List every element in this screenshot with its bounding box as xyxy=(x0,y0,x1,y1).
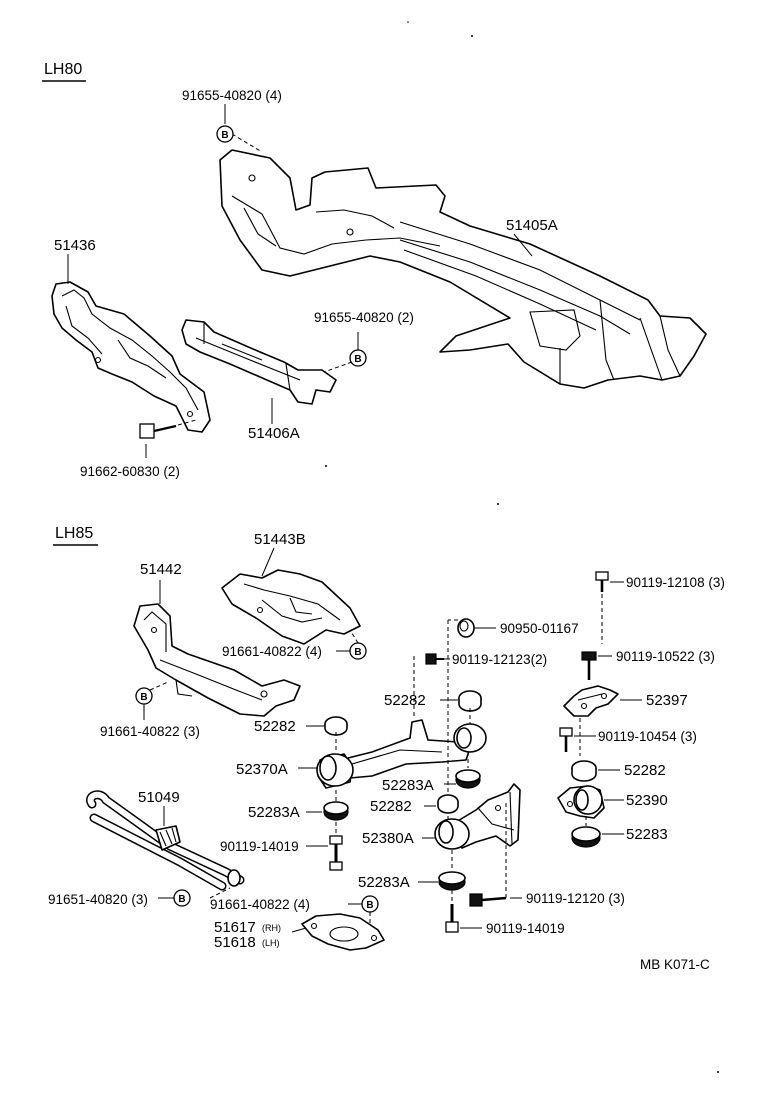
label-91662-60830-2: 91662-60830 (2) xyxy=(80,464,180,479)
label-51618-side: (LH) xyxy=(262,938,280,948)
insulator-52282-mid xyxy=(437,794,459,814)
label-91651-40820-3: 91651-40820 (3) xyxy=(48,892,148,907)
part-51436-plate xyxy=(51,281,211,433)
bolt-90119-12120 xyxy=(469,893,507,907)
bolt-90119-12108 xyxy=(595,571,609,592)
section-label-lh80: LH80 xyxy=(44,61,82,78)
bolt-91662-60830 xyxy=(139,419,197,439)
bolt-90119-14019-right xyxy=(445,904,459,933)
label-90119-12120-3: 90119-12120 (3) xyxy=(526,891,625,906)
label-90950-01167: 90950-01167 xyxy=(500,621,579,636)
label-52380a: 52380A xyxy=(362,830,414,847)
svg-text:B: B xyxy=(140,692,147,703)
callout-b-2: B xyxy=(349,349,367,367)
part-51405a-crossmember xyxy=(219,149,707,389)
svg-text:B: B xyxy=(354,354,361,365)
bolt-90119-12123 xyxy=(425,653,444,665)
insulator-52283a-lower xyxy=(438,871,466,891)
label-52283a-lower: 52283A xyxy=(358,874,410,891)
insulator-52283-right xyxy=(571,826,601,848)
svg-text:B: B xyxy=(178,894,185,905)
svg-text:B: B xyxy=(366,900,373,911)
part-52390-mount xyxy=(557,785,605,819)
bolt-90119-10522 xyxy=(581,651,597,680)
label-51442: 51442 xyxy=(140,561,182,578)
label-91661-40822-4b: 91661-40822 (4) xyxy=(210,897,310,912)
label-52282-right: 52282 xyxy=(624,762,666,779)
label-90119-10454-3: 90119-10454 (3) xyxy=(598,729,697,744)
label-90119-14019-right: 90119-14019 xyxy=(486,921,565,936)
diagram-code: MB K071-C xyxy=(640,957,710,972)
svg-text:B: B xyxy=(221,130,228,141)
part-52397-bracket xyxy=(563,685,619,717)
part-51443b-plate xyxy=(221,569,361,645)
label-51617-side: (RH) xyxy=(262,923,281,933)
svg-text:B: B xyxy=(354,647,361,658)
label-91661-40822-3: 91661-40822 (3) xyxy=(100,724,200,739)
callout-b-4: B xyxy=(135,687,153,705)
part-51406a-bracket xyxy=(181,319,337,405)
label-52283a-left: 52283A xyxy=(248,804,300,821)
label-51436: 51436 xyxy=(54,237,96,254)
callout-b-1: B xyxy=(216,125,234,143)
label-51618: 51618 xyxy=(214,934,256,951)
callout-b-3: B xyxy=(349,642,367,660)
label-52283-right: 52283 xyxy=(626,826,668,843)
label-51406a: 51406A xyxy=(248,425,300,442)
section-label-lh85: LH85 xyxy=(55,525,93,542)
leader-51405a xyxy=(513,233,533,257)
leader-51443b xyxy=(261,547,275,577)
part-52370a-mount-arm xyxy=(316,719,487,789)
insulator-52283a-mid xyxy=(455,769,481,789)
insulator-52283a-left xyxy=(323,801,349,821)
label-90119-12123-2: 90119-12123(2) xyxy=(452,652,547,667)
label-52390: 52390 xyxy=(626,792,668,809)
label-52397: 52397 xyxy=(646,692,688,709)
callout-b-6: B xyxy=(361,895,379,913)
label-52282-upper: 52282 xyxy=(384,692,426,709)
label-91655-40820-4: 91655-40820 (4) xyxy=(182,88,282,103)
label-52370a: 52370A xyxy=(236,761,288,778)
label-90119-12108-3: 90119-12108 (3) xyxy=(626,575,725,590)
insulator-52282-left xyxy=(324,716,348,736)
part-51617-51618-bracket xyxy=(301,913,385,951)
label-91661-40822-4a: 91661-40822 (4) xyxy=(222,644,322,659)
label-52282-left: 52282 xyxy=(254,718,296,735)
label-51049: 51049 xyxy=(138,789,180,806)
label-52283a-mid: 52283A xyxy=(382,777,434,794)
callout-b-5: B xyxy=(173,889,191,907)
bolt-90119-14019-left xyxy=(329,835,343,871)
label-51405a: 51405A xyxy=(506,217,558,234)
insulator-52282-right xyxy=(571,760,597,782)
label-51443b: 51443B xyxy=(254,531,306,548)
label-52282-mid: 52282 xyxy=(370,798,412,815)
bolt-90119-10454 xyxy=(559,727,573,752)
part-51442-bracket xyxy=(133,603,301,717)
part-52380a-mount xyxy=(434,783,521,850)
label-91655-40820-2: 91655-40820 (2) xyxy=(314,310,414,325)
label-90119-14019-left: 90119-14019 xyxy=(220,839,299,854)
label-90119-10522-3: 90119-10522 (3) xyxy=(616,649,715,664)
insulator-52282-upper xyxy=(458,690,482,712)
part-51049-bar xyxy=(86,790,245,891)
cap-90950-01167 xyxy=(457,618,475,638)
label-51617: 51617 xyxy=(214,919,256,936)
